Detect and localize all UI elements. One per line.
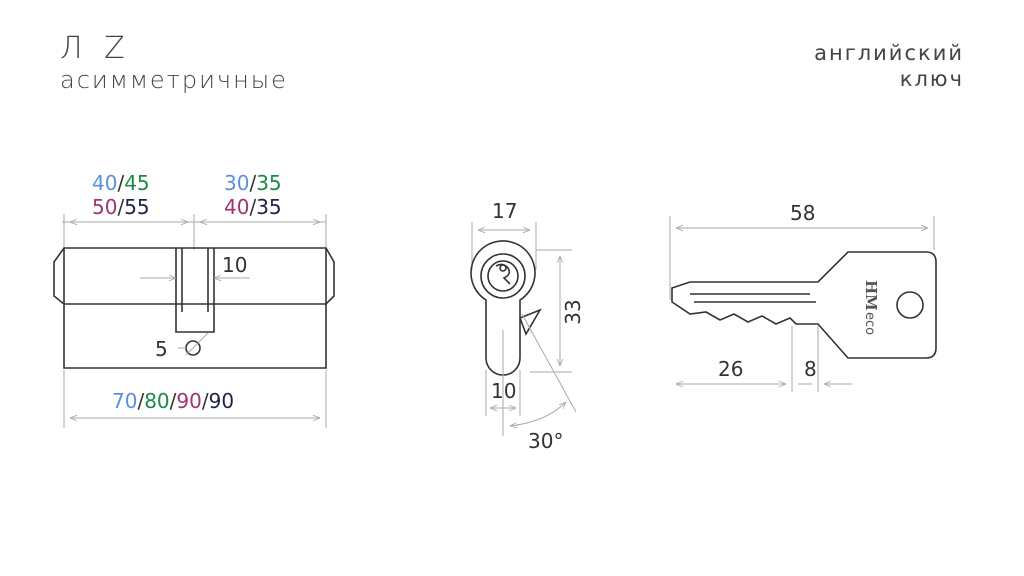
key-type-line2: ключ	[899, 67, 964, 91]
profile-width-top-label: 17	[492, 199, 517, 223]
key-length-label: 58	[790, 201, 815, 225]
key-brand-sub: eco	[862, 312, 877, 335]
model-subtitle: асимметричные	[60, 66, 288, 94]
profile-outline	[470, 240, 536, 376]
key-view: 58 HM eco 26 8	[669, 201, 937, 392]
profile-angle-label: 30°	[528, 429, 563, 453]
profile-cam	[518, 308, 542, 336]
cyl-screw-label: 5	[155, 337, 168, 361]
profile-keyway	[495, 263, 511, 285]
cyl-slot-width-label: 10	[222, 253, 247, 277]
key-hole	[896, 291, 924, 319]
model-title: Л Z	[60, 31, 131, 66]
profile-width-bottom-label: 10	[491, 379, 516, 403]
title-block: Л Z асимметричные	[60, 31, 288, 95]
key-brand: HM	[862, 280, 880, 311]
key-outline	[671, 251, 937, 359]
profile-height-label: 33	[561, 299, 585, 324]
cyl-cam-slot	[175, 248, 215, 333]
key-type-label: английский ключ	[814, 40, 964, 92]
cylinder-side-view: 40/45 50/55 30/35 40/35 10	[53, 171, 335, 428]
key-blade-label: 26	[718, 357, 743, 381]
cylinder-profile-view: 17 33 10 30°	[470, 199, 585, 453]
cyl-lower-body	[63, 304, 327, 369]
cyl-length-label: 70/80/90/90	[112, 389, 234, 413]
key-tip-label: 8	[804, 357, 817, 381]
key-type-line1: английский	[814, 41, 964, 65]
cyl-right-bottom-label: 40/35	[224, 195, 282, 219]
cyl-left-bottom-label: 50/55	[92, 195, 150, 219]
cyl-upper-body	[53, 247, 335, 305]
cyl-right-top-label: 30/35	[224, 171, 282, 195]
cyl-left-top-label: 40/45	[92, 171, 150, 195]
